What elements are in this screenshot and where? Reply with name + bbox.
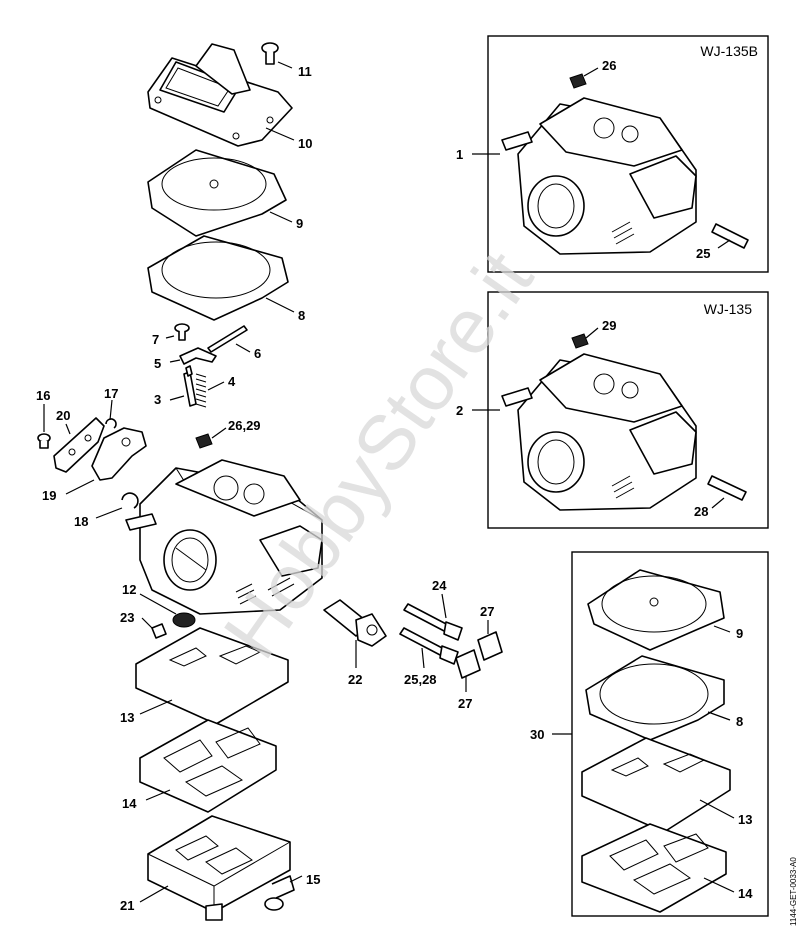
kit-gasket-8 — [585, 655, 725, 741]
label-22: 22 — [348, 672, 362, 687]
part-3-inlet-needle — [183, 365, 197, 407]
label-25-28: 25,28 — [404, 672, 437, 687]
box-wj135-carburetor — [501, 353, 747, 511]
part-16-screw — [37, 433, 51, 449]
label-26-29: 26,29 — [228, 418, 261, 433]
box-repair-kit-30 — [571, 551, 769, 917]
part-26-29-plug — [195, 433, 213, 449]
box-wj135b-plug-26 — [569, 73, 587, 89]
part-12-strainer — [172, 612, 196, 628]
label-kit-30: 30 — [530, 727, 544, 742]
label-16: 16 — [36, 388, 50, 403]
label-box1-26: 26 — [602, 58, 616, 73]
label-6: 6 — [254, 346, 261, 361]
label-kit-14: 14 — [738, 886, 753, 901]
box-wj135b-title: WJ-135B — [700, 43, 758, 59]
label-11: 11 — [298, 64, 312, 79]
box-wj135b: WJ-135B — [487, 35, 769, 273]
label-24: 24 — [432, 578, 447, 593]
part-23-plug — [151, 623, 167, 639]
part-9-diaphragm — [147, 149, 287, 237]
label-15: 15 — [306, 872, 320, 887]
part-14-gasket — [139, 719, 277, 813]
part-10-pump-cover — [147, 43, 293, 147]
part-20-lever — [53, 417, 105, 473]
part-13-metering-diaphragm — [135, 627, 289, 725]
leader-lines — [43, 61, 735, 903]
label-27-upper: 27 — [480, 604, 494, 619]
label-8: 8 — [298, 308, 305, 323]
label-9: 9 — [296, 216, 303, 231]
kit-gasket-14 — [581, 823, 727, 913]
label-20: 20 — [56, 408, 70, 423]
box-wj135: WJ-135 — [487, 291, 769, 529]
label-1: 1 — [456, 147, 463, 162]
part-24-needle — [403, 603, 463, 641]
label-12: 12 — [122, 582, 136, 597]
box-wj135-title: WJ-135 — [704, 301, 752, 317]
part-19-throttle-lever — [91, 427, 147, 481]
part-27-plug-upper — [477, 631, 503, 661]
part-22-adjusting-part — [323, 599, 387, 647]
part-labels: 11 10 9 8 7 6 5 4 3 26,29 16 17 20 19 18… — [36, 58, 753, 913]
part-27-plug-lower — [455, 649, 481, 679]
label-18: 18 — [74, 514, 88, 529]
part-25-28-needle — [399, 627, 459, 665]
label-19: 19 — [42, 488, 56, 503]
label-4: 4 — [228, 374, 236, 389]
label-box2-29: 29 — [602, 318, 616, 333]
label-10: 10 — [298, 136, 312, 151]
label-7: 7 — [152, 332, 159, 347]
label-kit-9: 9 — [736, 626, 743, 641]
part-7-screw — [174, 323, 190, 341]
label-14: 14 — [122, 796, 137, 811]
part-11-screw — [261, 42, 279, 65]
label-3: 3 — [154, 392, 161, 407]
label-5: 5 — [154, 356, 161, 371]
label-2: 2 — [456, 403, 463, 418]
kit-metering-diaphragm-13 — [581, 737, 731, 833]
part-18-circlip — [121, 492, 139, 509]
label-kit-8: 8 — [736, 714, 743, 729]
part-15-screw — [264, 875, 295, 911]
label-box2-28: 28 — [694, 504, 708, 519]
label-13: 13 — [120, 710, 134, 725]
document-id: 1144-GET-0033-A0 — [789, 857, 798, 926]
kit-diaphragm-9 — [587, 569, 725, 651]
box-wj135-plug-29 — [571, 333, 589, 349]
part-6-pin — [207, 325, 248, 353]
part-4-spring — [195, 373, 207, 408]
part-8-gasket — [147, 235, 289, 321]
label-23: 23 — [120, 610, 134, 625]
part-21-metering-cover — [147, 815, 291, 921]
box-wj135b-carburetor — [501, 97, 749, 255]
label-27-lower: 27 — [458, 696, 472, 711]
part-17-circlip — [105, 418, 117, 429]
part-5-inlet-lever — [179, 347, 217, 365]
watermark-text: HobbyStore.it — [206, 235, 549, 673]
label-17: 17 — [104, 386, 118, 401]
label-21: 21 — [120, 898, 134, 913]
label-box1-25: 25 — [696, 246, 710, 261]
label-kit-13: 13 — [738, 812, 752, 827]
carburetor-body — [125, 459, 323, 615]
